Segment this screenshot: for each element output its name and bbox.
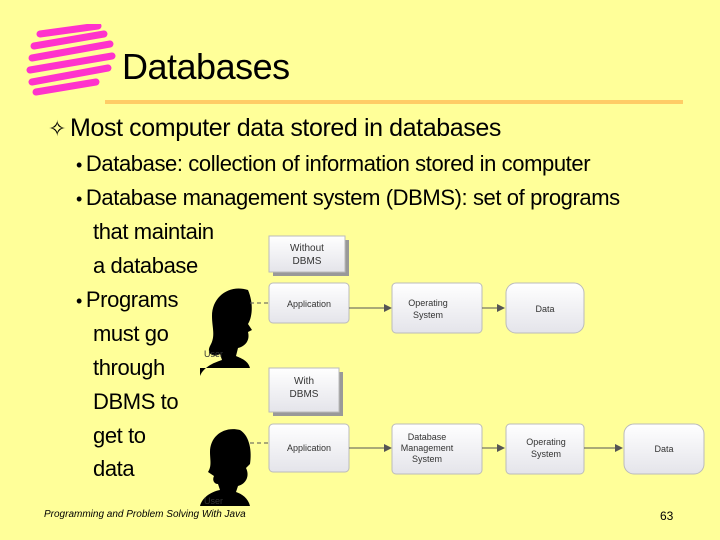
without-dbms-label: Without DBMS <box>268 235 349 276</box>
scribble-decoration-icon <box>26 24 116 96</box>
sub-bullet-2: •Database management system (DBMS): set … <box>76 185 620 211</box>
operating-system-label-2b: System <box>531 449 561 459</box>
dbms-label-line-2: Management <box>401 443 454 453</box>
data-box-1: Data <box>505 282 585 334</box>
dbms-label-line-1: Database <box>408 432 447 442</box>
sub-bullet-2-text: Database management system (DBMS): set o… <box>85 185 620 210</box>
sub-bullet-3-line-2: must go <box>93 321 169 346</box>
sub-bullet-3-line-3: through <box>93 355 165 380</box>
data-box-2: Data <box>623 423 705 475</box>
slide-title: Databases <box>122 46 290 87</box>
dot-bullet-icon: • <box>76 189 82 209</box>
user-label-2: User <box>204 496 223 506</box>
operating-system-label-1b: System <box>413 310 443 320</box>
dbms-box: Database Management System <box>391 423 483 475</box>
footer-course-title: Programming and Problem Solving With Jav… <box>44 509 246 520</box>
data-label-2: Data <box>654 444 673 454</box>
data-label-1: Data <box>535 304 554 314</box>
sub-bullet-2-cont-2: a database <box>93 253 198 278</box>
sub-bullet-3-text: Programs <box>85 287 179 312</box>
with-dbms-label: With DBMS <box>268 367 343 416</box>
sub-bullet-3-line-4: DBMS to <box>93 389 179 414</box>
page-number: 63 <box>660 509 674 523</box>
without-dbms-label-line-2: DBMS <box>293 256 322 267</box>
bullet-main-text: Most computer data stored in databases <box>70 114 501 142</box>
user-male-silhouette-icon: User <box>200 429 251 506</box>
title-underline <box>105 100 683 104</box>
sub-bullet-3-line-6: data <box>93 456 135 481</box>
dot-bullet-icon: • <box>76 291 82 311</box>
application-label-2: Application <box>287 443 331 453</box>
sub-bullet-2-cont-1: that maintain <box>93 219 214 244</box>
application-label-1: Application <box>287 299 331 309</box>
sub-bullet-1: •Database: collection of information sto… <box>76 151 591 177</box>
user-label-1: User <box>204 349 223 359</box>
user-female-silhouette-icon: User <box>200 288 252 376</box>
with-dbms-label-line-2: DBMS <box>290 389 319 400</box>
application-box-2: Application <box>268 423 350 473</box>
sub-bullet-3: •Programs <box>76 287 178 313</box>
bullet-main: ✧Most computer data stored in databases <box>48 114 501 143</box>
application-box-1: Application <box>268 282 350 324</box>
dbms-label-line-3: System <box>412 454 442 464</box>
operating-system-box-1: Operating System <box>391 282 483 334</box>
without-dbms-label-line-1: Without <box>290 243 324 254</box>
operating-system-label-2a: Operating <box>526 437 566 447</box>
operating-system-label-1a: Operating <box>408 298 448 308</box>
sub-bullet-1-text: Database: collection of information stor… <box>85 151 591 176</box>
dbms-diagram: Without DBMS User Application Operating … <box>200 235 705 506</box>
sub-bullet-3-line-5: get to <box>93 423 146 448</box>
dot-bullet-icon: • <box>76 155 82 175</box>
diamond-bullet-icon: ✧ <box>48 116 67 141</box>
with-dbms-label-line-1: With <box>294 376 314 387</box>
operating-system-box-2: Operating System <box>505 423 585 475</box>
